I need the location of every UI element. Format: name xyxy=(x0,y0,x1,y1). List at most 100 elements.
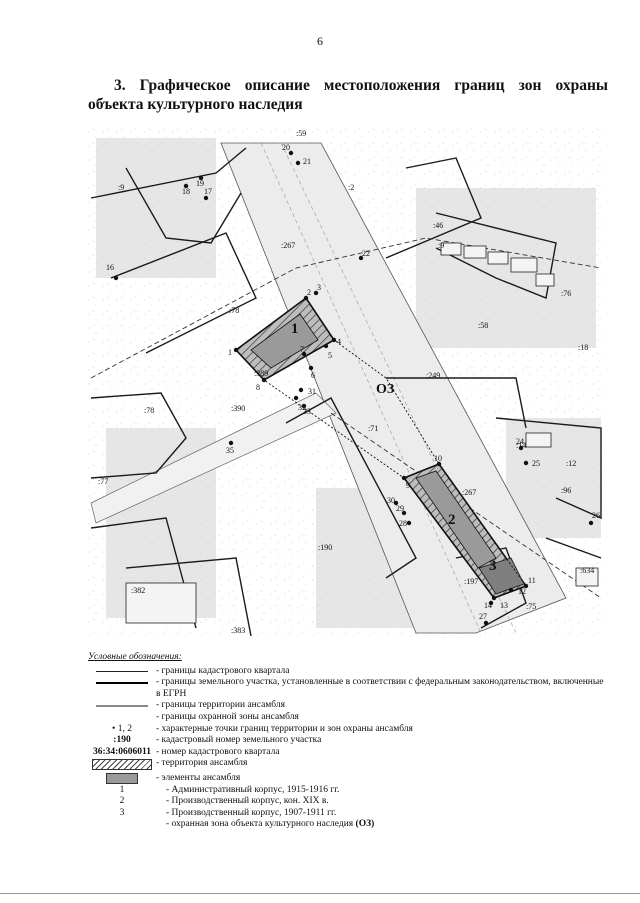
element-label-1: 1 xyxy=(291,321,299,337)
svg-text:14: 14 xyxy=(484,601,492,610)
legend-zone-code: (ОЗ) xyxy=(355,819,375,830)
svg-text:3: 3 xyxy=(317,283,321,292)
svg-text:30: 30 xyxy=(387,496,395,505)
legend-symbol-thin-line xyxy=(88,666,156,678)
legend-element-number: 2 xyxy=(119,796,125,807)
legend-symbol-parcel-number: :190 xyxy=(113,735,131,746)
svg-text:32: 32 xyxy=(298,403,306,412)
svg-text::383: :383 xyxy=(231,626,245,635)
svg-text::76: :76 xyxy=(561,289,571,298)
legend-item-parcel-boundary: - границы земельного участка, установлен… xyxy=(88,677,608,700)
svg-text::77: :77 xyxy=(98,477,108,486)
legend-symbol-building xyxy=(88,773,156,785)
svg-text::58: :58 xyxy=(478,321,488,330)
svg-text:28: 28 xyxy=(399,519,407,528)
svg-text::9: :9 xyxy=(438,241,444,250)
legend-item-quarter-number: 36:34:0606011 - номер кадастрового кварт… xyxy=(88,747,608,759)
svg-text::190: :190 xyxy=(318,543,332,552)
legend-symbol-blank xyxy=(88,712,156,724)
svg-text::46: :46 xyxy=(433,221,443,230)
svg-text:6: 6 xyxy=(311,371,315,380)
svg-text:1: 1 xyxy=(228,348,232,357)
ensemble-elements-2-3 xyxy=(402,463,528,599)
legend-symbol-gray-line xyxy=(88,700,156,712)
svg-text:9: 9 xyxy=(406,481,410,490)
legend-item-protective-zone-boundary: - границы охранной зоны ансамбля xyxy=(88,712,608,724)
svg-text:18: 18 xyxy=(182,187,190,196)
legend-element-text: - Производственный корпус, 1907-1911 гг. xyxy=(166,807,337,818)
svg-text:5: 5 xyxy=(328,351,332,360)
svg-text::197: :197 xyxy=(464,577,478,586)
legend-item-ensemble-elements: - элементы ансамбля xyxy=(88,773,608,785)
svg-text::267: :267 xyxy=(281,241,295,250)
heading-word: 3. xyxy=(114,77,126,94)
svg-text::9: :9 xyxy=(118,183,124,192)
heading-word: зон xyxy=(518,77,542,94)
svg-text:10: 10 xyxy=(434,454,442,463)
heading-word: описание xyxy=(244,77,310,94)
svg-text:21: 21 xyxy=(303,157,311,166)
element-label-2: 2 xyxy=(448,512,456,528)
svg-text::382: :382 xyxy=(131,586,145,595)
svg-text::14: :14 xyxy=(516,441,526,450)
legend-text: - границы территории ансамбля xyxy=(156,700,286,711)
legend: Условные обозначения: - границы кадастро… xyxy=(88,652,608,831)
legend-text: - номер кадастрового квартала xyxy=(156,746,280,757)
element-label-3: 3 xyxy=(489,558,497,574)
heading-line-2: объекта культурного наследия xyxy=(88,96,303,113)
footer-rule xyxy=(0,893,640,894)
building-footprints xyxy=(125,242,599,624)
svg-text:4: 4 xyxy=(337,337,341,346)
legend-element-2: 2 - Производственный корпус, кон. XIX в. xyxy=(88,796,608,808)
page-number: 6 xyxy=(317,34,323,48)
characteristic-points xyxy=(113,150,594,626)
legend-symbol-thick-line xyxy=(88,677,156,689)
section-heading: 3. Графическое описание местоположения г… xyxy=(88,76,608,114)
legend-item-quarter-boundary: - границы кадастрового квартала xyxy=(88,666,608,678)
svg-text:12: 12 xyxy=(518,587,526,596)
heading-word: Графическое xyxy=(139,77,231,94)
zone-label: ОЗ xyxy=(376,382,394,397)
side-street xyxy=(90,392,337,524)
legend-element-text: - Административный корпус, 1915-1916 гг. xyxy=(166,784,340,795)
svg-text::78: :78 xyxy=(144,406,154,415)
svg-text::390: :390 xyxy=(231,404,245,413)
svg-text::12: :12 xyxy=(566,459,576,468)
legend-text: - границы кадастрового квартала xyxy=(156,665,290,676)
svg-text::71: :71 xyxy=(368,424,378,433)
legend-item-ensemble-territory: - территория ансамбля xyxy=(88,758,608,770)
svg-text:31: 31 xyxy=(308,387,316,396)
svg-text:17: 17 xyxy=(204,187,212,196)
protective-zone-boundary xyxy=(235,297,527,599)
svg-text:19: 19 xyxy=(196,179,204,188)
cadastral-map: :59 :9 :2 :267 :78 :78 :71 :58 :249 :18 … xyxy=(86,128,607,636)
legend-symbol-hatch xyxy=(88,758,156,770)
svg-text::2: :2 xyxy=(348,183,354,192)
svg-text:13: 13 xyxy=(500,601,508,610)
heading-word: границ xyxy=(454,77,505,94)
legend-zone-note: - охранная зона объекта культурного насл… xyxy=(88,819,608,831)
legend-text: - элементы ансамбля xyxy=(156,772,241,783)
svg-text::59: :59 xyxy=(296,129,306,138)
legend-item-ensemble-boundary: - границы территории ансамбля xyxy=(88,700,608,712)
svg-text::96: :96 xyxy=(561,486,571,495)
heading-line-1: 3. Графическое описание местоположения г… xyxy=(88,76,608,95)
legend-text: - территория ансамбля xyxy=(156,758,248,769)
svg-text:25: 25 xyxy=(532,459,540,468)
svg-text:7: 7 xyxy=(300,345,304,354)
svg-text::389: :389 xyxy=(254,369,268,378)
svg-text:29: 29 xyxy=(396,504,404,513)
svg-text:16: 16 xyxy=(106,263,114,272)
svg-text::267: :267 xyxy=(462,488,476,497)
legend-text: - границы охранной зоны ансамбля xyxy=(156,711,299,722)
map-labels: :59 :9 :2 :267 :78 :78 :71 :58 :249 :18 … xyxy=(98,129,600,635)
legend-element-1: 1 - Административный корпус, 1915-1916 г… xyxy=(88,785,608,797)
svg-text:2: 2 xyxy=(307,288,311,297)
heading-word: охраны xyxy=(555,77,608,94)
svg-text:27: 27 xyxy=(479,612,487,621)
svg-text::634: :634 xyxy=(580,566,594,575)
svg-text::75: :75 xyxy=(526,602,536,611)
legend-element-number: 3 xyxy=(119,807,125,818)
legend-symbol-quarter-number: 36:34:0606011 xyxy=(92,746,152,757)
legend-element-text: - Производственный корпус, кон. XIX в. xyxy=(166,796,329,807)
